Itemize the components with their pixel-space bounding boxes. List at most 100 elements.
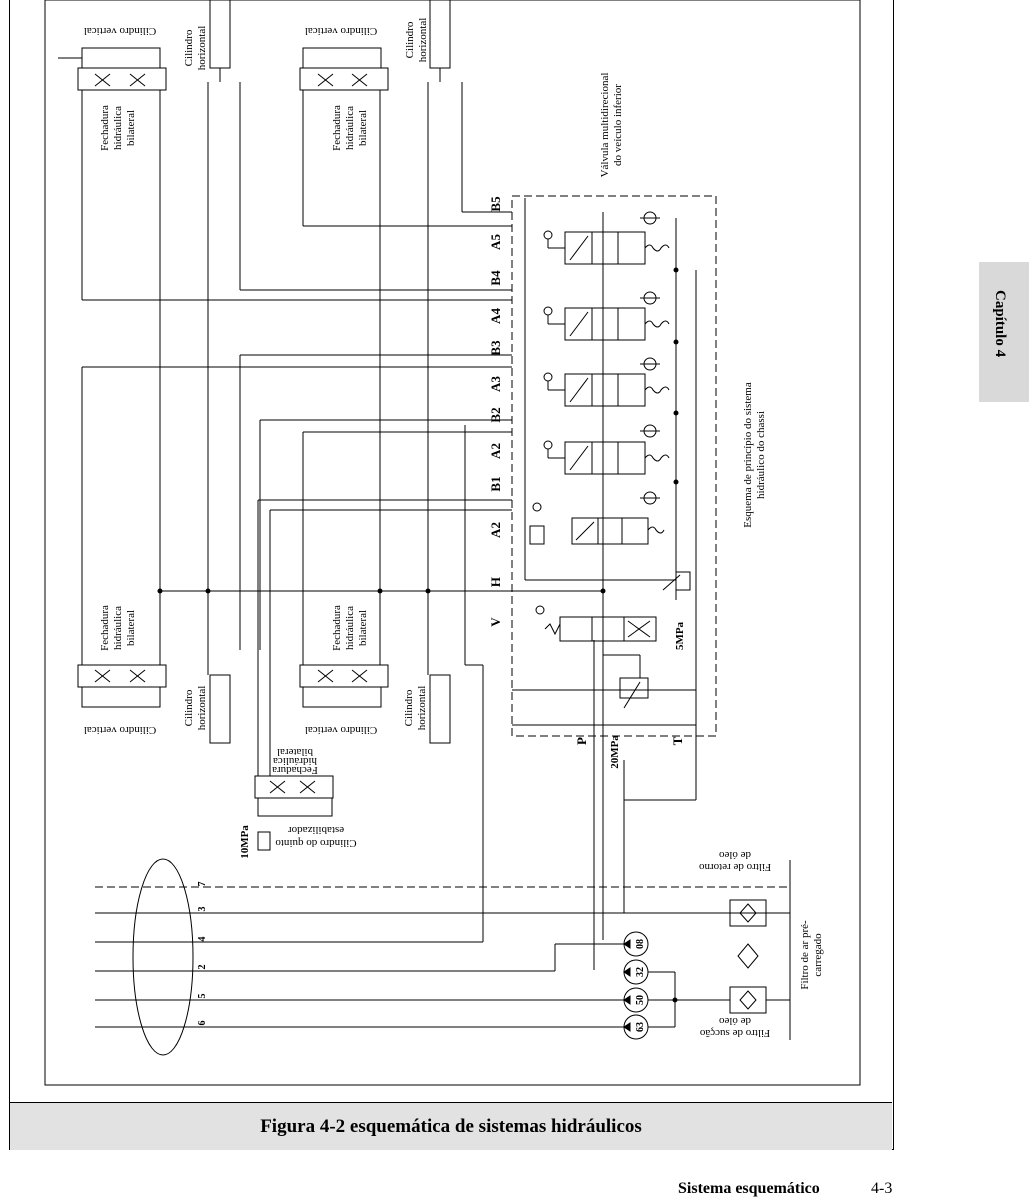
label-cilindro-horizontal-bl-b: horizontal — [196, 686, 208, 731]
check-valve-3 — [640, 357, 660, 371]
label-filtro-ar-b: carregado — [812, 933, 824, 977]
label-cilindro-vertical-br: Cilindro vertical — [305, 724, 377, 736]
chapter-tab: Capítulo 4 — [979, 262, 1029, 402]
label-pressure-5: 5MPa — [674, 621, 686, 650]
port-b4: B4 — [488, 270, 503, 286]
label-fechadura-bl-a: Fechadura — [99, 605, 111, 651]
valve-section-a3 — [543, 372, 670, 407]
port-a3: A3 — [488, 376, 503, 392]
vertical-cylinder-tl — [81, 47, 161, 69]
line-number-2: 2 — [197, 965, 208, 970]
label-fechadura-tr-c: bilateral — [357, 110, 369, 146]
label-esquema-a: Esquema de princípio do sistema — [742, 382, 754, 528]
label-fechadura-tr-a: Fechadura — [331, 105, 343, 151]
fifth-stabilizer-cylinder — [257, 797, 333, 817]
label-quinto-a: Cilindro do quinto — [275, 837, 357, 849]
hydraulic-lock-tr — [299, 67, 389, 91]
label-cilindro-horizontal-br-b: horizontal — [416, 686, 428, 731]
port-a4: A4 — [488, 308, 503, 324]
valve-section-a2-lower — [529, 502, 665, 545]
relief-valve-10mpa — [257, 831, 271, 851]
chapter-label: Capítulo 4 — [992, 290, 1008, 358]
label-cilindro-vertical-bl: Cilindro vertical — [84, 724, 156, 736]
valve-section-a5 — [543, 230, 670, 265]
figure-caption-bar: Figura 4-2 esquemática de sistemas hidrá… — [10, 1102, 892, 1150]
horizontal-cylinder-br — [429, 674, 451, 744]
label-fechadura-fifth-b: hidráulica — [273, 755, 317, 767]
pump-label-50: 50 — [635, 995, 646, 1005]
hydraulic-lock-bl — [77, 664, 167, 688]
check-valve-1 — [640, 211, 660, 225]
vertical-cylinder-bl — [81, 686, 161, 708]
hydraulic-lock-tl — [77, 67, 167, 91]
port-a2-lower: A2 — [488, 522, 503, 538]
port-h: H — [488, 577, 503, 587]
port-t: T — [670, 736, 685, 745]
label-fechadura-br-c: bilateral — [357, 610, 369, 646]
return-filter-symbol — [729, 899, 767, 927]
port-b1: B1 — [488, 476, 503, 491]
label-fechadura-tl-a: Fechadura — [99, 105, 111, 151]
label-cilindro-horizontal-tl-a: Cilindro — [183, 29, 195, 66]
hydraulic-lock-fifth — [254, 775, 334, 799]
label-cilindro-vertical-tl: Cilindro vertical — [84, 25, 156, 37]
air-filter-symbol — [737, 943, 759, 969]
label-valvula-b: do veículo inferior — [612, 84, 624, 166]
pump-label-08: 08 — [635, 939, 646, 949]
check-valve-5 — [640, 491, 660, 505]
label-quinto-b: estabilizador — [288, 824, 345, 836]
check-valve-4 — [640, 424, 660, 438]
label-pressure-20: 20MPa — [609, 735, 621, 769]
horizontal-cylinder-bl — [209, 674, 231, 744]
page-number: 4-3 — [871, 1180, 893, 1197]
valve-section-v — [535, 605, 657, 642]
label-cilindro-horizontal-tr-a: Cilindro — [404, 21, 416, 58]
pump-label-63: 63 — [635, 1022, 646, 1032]
label-fechadura-tl-c: bilateral — [125, 110, 137, 146]
label-cilindro-horizontal-tl-b: horizontal — [196, 26, 208, 71]
check-valve-2 — [640, 291, 660, 305]
label-fechadura-bl-c: bilateral — [125, 610, 137, 646]
label-fechadura-fifth-a: Fechadura — [272, 764, 318, 776]
label-filtro-retorno-a: Filtro de retorno — [698, 861, 771, 873]
port-a5: A5 — [488, 234, 503, 250]
label-esquema-b: hidráulico do chassi — [755, 411, 767, 499]
label-cilindro-horizontal-tr-b: horizontal — [417, 18, 429, 63]
port-p: P — [574, 737, 589, 745]
label-fechadura-bl-b: hidráulica — [112, 606, 124, 650]
valve-section-a4 — [543, 306, 670, 341]
label-fechadura-tr-b: hidráulica — [344, 106, 356, 150]
horizontal-cylinder-tl-1 — [209, 0, 231, 69]
vertical-cylinder-br — [302, 686, 382, 708]
port-a2: A2 — [488, 443, 503, 459]
footer-section-title: Sistema esquemático — [678, 1180, 820, 1197]
label-cilindro-vertical-tr: Cilindro vertical — [305, 25, 377, 37]
label-valvula-a: Válvula multidirecional — [599, 73, 611, 178]
label-fechadura-br-a: Fechadura — [331, 605, 343, 651]
port-b5: B5 — [488, 196, 503, 212]
horizontal-cylinder-tr — [429, 0, 451, 69]
label-fechadura-br-b: hidráulica — [344, 606, 356, 650]
vertical-cylinder-tr — [302, 47, 382, 69]
label-filtro-succao-a: Filtro de sucção — [699, 1027, 770, 1039]
label-pressure-10: 10MPa — [239, 825, 251, 859]
line-number-7: 7 — [197, 882, 208, 887]
port-b2: B2 — [488, 407, 503, 422]
label-filtro-ar-a: Filtro de ar pré- — [799, 920, 811, 990]
label-filtro-retorno-b: de óleo — [718, 849, 751, 861]
hydraulic-lock-br — [299, 664, 389, 688]
figure-caption: Figura 4-2 esquemática de sistemas hidrá… — [260, 1115, 642, 1137]
port-v: V — [488, 617, 503, 627]
label-filtro-succao-b: de óleo — [718, 1015, 751, 1027]
relief-valve-20mpa — [619, 677, 649, 709]
label-cilindro-horizontal-br-a: Cilindro — [403, 689, 415, 726]
line-number-5: 5 — [197, 994, 208, 999]
label-cilindro-horizontal-bl-a: Cilindro — [183, 689, 195, 726]
label-fechadura-fifth-c: bilateral — [277, 746, 313, 758]
line-number-3: 3 — [197, 907, 208, 912]
line-number-4: 4 — [197, 937, 208, 942]
valve-section-a2 — [543, 440, 670, 475]
pump-label-32: 32 — [635, 967, 646, 977]
motor-outline — [132, 858, 194, 1056]
